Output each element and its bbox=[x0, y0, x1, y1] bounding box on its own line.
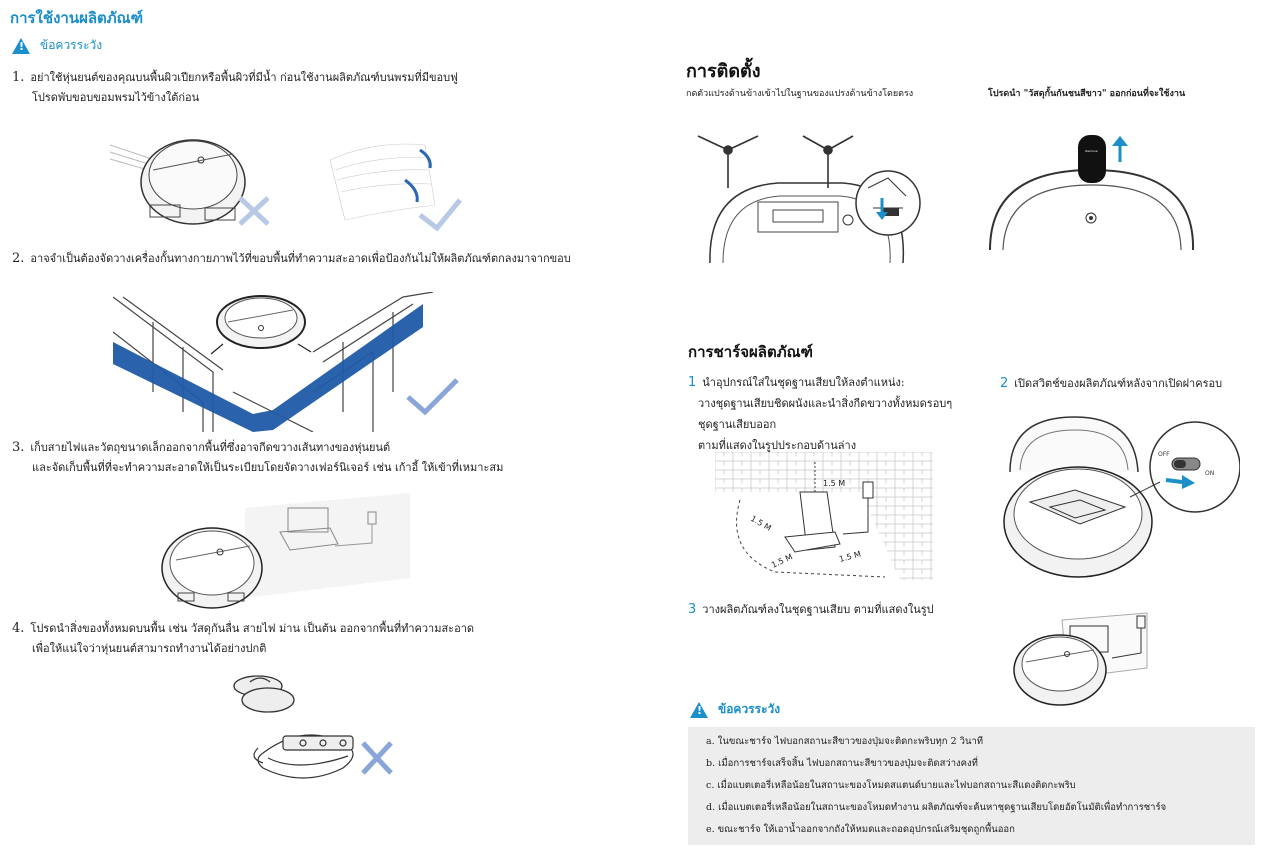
switch-off-label: OFF bbox=[1158, 451, 1170, 458]
caution2-item: c. เมื่อแบตเตอรี่เหลือน้อยในสถานะของโหมด… bbox=[706, 780, 1076, 791]
check-icon bbox=[406, 378, 459, 416]
dock-placement-illustration: 1.5 M 1.5 M 1.5 M 1.5 M bbox=[715, 452, 933, 580]
switch-on-label: ON bbox=[1205, 470, 1214, 477]
usage-item-3: 3.เก็บสายไฟและวัตถุขนาดเล็กออกจากพื้นที่… bbox=[12, 440, 504, 474]
dim-label: 1.5 M bbox=[823, 479, 845, 488]
switch-illustration: OFF ON bbox=[1003, 416, 1240, 578]
caution2-label: ข้อควรระวัง bbox=[718, 702, 781, 716]
caution2-item: a. ในขณะชาร์จ ไฟบอกสถานะสีขาวของปุ่มจะติ… bbox=[706, 736, 984, 747]
charge-title: การชาร์จผลิตภัณฑ์ bbox=[688, 343, 813, 361]
svg-text:Remove ​: Remove ​ bbox=[1085, 149, 1098, 153]
warning-icon bbox=[690, 701, 708, 718]
dock-robot-illustration bbox=[1013, 612, 1148, 706]
page-title: การใช้งานผลิตภัณฑ์ bbox=[10, 9, 144, 27]
cross-icon bbox=[361, 741, 393, 775]
usage-item-4: 4.โปรดนำสิ่งของทั้งหมดบนพื้น เช่น วัสดุก… bbox=[12, 621, 475, 655]
wet-floor-illustration bbox=[109, 139, 462, 232]
dim-label: 1.5 M bbox=[749, 514, 773, 533]
caution2-item: e. ขณะชาร์จ ให้เอาน้ำออกจากถังให้หมดและถ… bbox=[706, 824, 1015, 835]
bumper-illustration: Remove ​ bbox=[989, 135, 1195, 251]
check-icon bbox=[418, 198, 462, 232]
caution-label: ข้อควรระวัง bbox=[40, 38, 103, 52]
cross-icon bbox=[238, 196, 270, 226]
usage-item-2: 2.อาจจำเป็นต้องจัดวางเครื่องกั้นทางกายภา… bbox=[12, 251, 571, 266]
dim-label: 1.5 M bbox=[770, 552, 794, 570]
install-title: การติดตั้ง bbox=[686, 61, 761, 82]
install-left-caption: กดตัวแปรงด้านข้างเข้าไปในฐานของแปรงด้านข… bbox=[686, 89, 914, 99]
caution2-box: a. ในขณะชาร์จ ไฟบอกสถานะสีขาวของปุ่มจะติ… bbox=[688, 727, 1255, 845]
caution2-item: b. เมื่อการชาร์จเสร็จสิ้น ไฟบอกสถานะสีขา… bbox=[706, 758, 978, 769]
usage-item-1: 1.อย่าใช้หุ่นยนต์ของคุณบนพื้นผิวเปียกหรื… bbox=[12, 70, 458, 104]
dim-label: 1.5 M bbox=[838, 549, 862, 563]
cable-dock-illustration bbox=[161, 493, 410, 609]
caution2-header: ข้อควรระวัง bbox=[690, 700, 780, 719]
floor-objects-illustration bbox=[233, 675, 393, 779]
caution-header: ข้อควรระวัง bbox=[12, 36, 102, 55]
side-brush-illustration bbox=[697, 135, 921, 263]
install-right-caption: โปรดนำ "วัสดุกั้นกันชนสีขาว" ออกก่อนที่จ… bbox=[988, 89, 1186, 99]
caution2-item: d. เมื่อแบตเตอรี่เหลือน้อยในสถานะของโหมด… bbox=[706, 802, 1167, 813]
warning-icon bbox=[12, 37, 30, 54]
stairs-barrier-illustration bbox=[113, 292, 459, 432]
